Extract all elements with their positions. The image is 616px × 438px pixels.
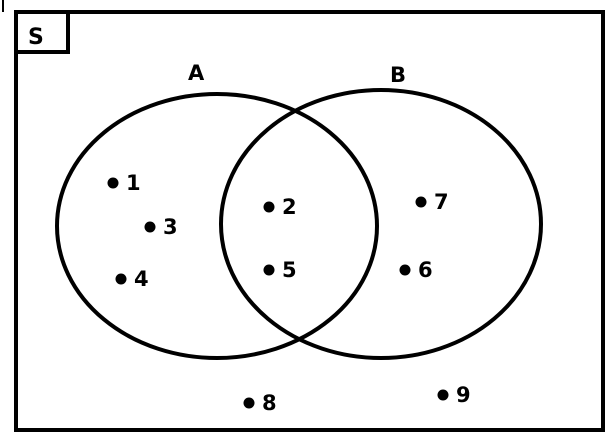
set-b-label: B [390, 63, 406, 87]
element-dot [399, 264, 411, 276]
element-dot [415, 196, 427, 208]
set-a-circle [55, 92, 379, 360]
element-dot [263, 264, 275, 276]
element-label: 5 [282, 258, 297, 282]
element-dot [144, 221, 156, 233]
element-5: 5 [263, 258, 297, 282]
element-2: 2 [263, 195, 297, 219]
element-7: 7 [415, 190, 449, 214]
element-label: 9 [456, 383, 471, 407]
element-1: 1 [107, 171, 141, 195]
element-9: 9 [437, 383, 471, 407]
element-label: 6 [418, 258, 433, 282]
element-8: 8 [243, 391, 277, 415]
set-b-circle [219, 88, 543, 360]
element-label: 2 [282, 195, 297, 219]
element-dot [107, 177, 119, 189]
element-4: 4 [115, 267, 149, 291]
universal-label: S [28, 25, 44, 50]
element-label: 7 [434, 190, 449, 214]
element-dot [437, 389, 449, 401]
universal-label-box [14, 10, 70, 54]
element-dot [243, 397, 255, 409]
element-label: 1 [126, 171, 141, 195]
element-3: 3 [144, 215, 178, 239]
element-label: 8 [262, 391, 277, 415]
element-6: 6 [399, 258, 433, 282]
set-a-label: A [188, 61, 205, 85]
element-label: 4 [134, 267, 149, 291]
element-dot [115, 273, 127, 285]
element-label: 3 [163, 215, 178, 239]
universal-set-box [14, 10, 605, 432]
element-dot [263, 201, 275, 213]
